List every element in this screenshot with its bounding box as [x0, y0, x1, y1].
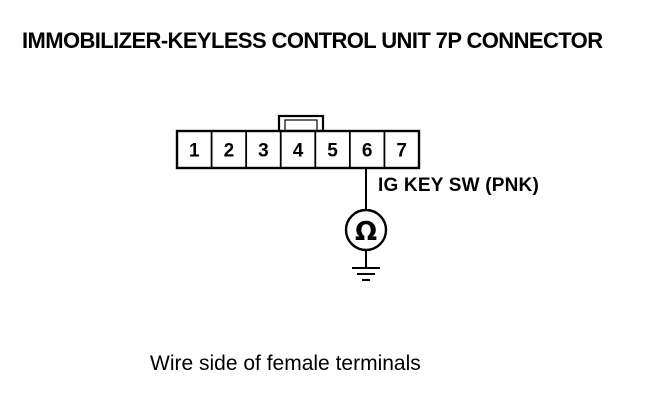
connector-pins: 1 2 3 4 5 6 7 — [189, 131, 407, 168]
pin-number: 2 — [224, 141, 235, 162]
pin-number: 1 — [189, 141, 200, 162]
pin-number: 4 — [293, 141, 304, 162]
pin-number: 6 — [362, 141, 373, 162]
connector-pin-1: 1 — [189, 141, 200, 162]
diagram-title: IMMOBILIZER-KEYLESS CONTROL UNIT 7P CONN… — [22, 28, 603, 53]
connector-pin-7: 7 — [383, 131, 407, 168]
pin-number: 3 — [258, 141, 269, 162]
connector-pin-4: 4 — [279, 131, 304, 168]
pin-number: 5 — [327, 141, 338, 162]
connector-body — [175, 129, 421, 170]
ohm-symbol: Ω — [355, 217, 377, 247]
connector-pin-3: 3 — [245, 131, 269, 168]
connector-lock-tab — [277, 114, 325, 133]
diagram-caption: Wire side of female terminals — [150, 352, 421, 375]
connector-pin-5: 5 — [314, 131, 338, 168]
connector-pin-2: 2 — [210, 131, 235, 168]
pin-number: 7 — [396, 141, 407, 162]
wire-label: IG KEY SW (PNK) — [378, 175, 539, 196]
connector-pin-6: 6 — [348, 131, 373, 168]
connector-lock-tab-inner — [284, 119, 318, 132]
ground-icon — [352, 267, 380, 281]
